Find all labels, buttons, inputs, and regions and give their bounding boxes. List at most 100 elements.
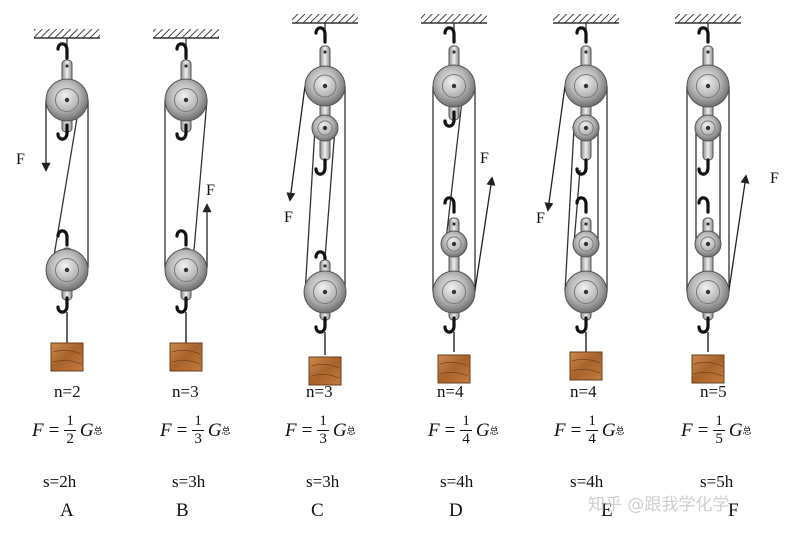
- hook-icon: [175, 42, 188, 60]
- ceiling-hatch: [421, 14, 487, 23]
- axle-pin: [706, 50, 710, 54]
- rope-inner: [564, 127, 575, 293]
- pulley-axle: [322, 125, 328, 131]
- rope-cross: [193, 99, 208, 251]
- hook-icon: [175, 229, 188, 247]
- rope-inner: [304, 127, 316, 295]
- axle-pin: [584, 50, 588, 54]
- weight-block: [569, 351, 603, 381]
- axle-pin: [706, 222, 710, 226]
- axle-pin: [323, 264, 327, 268]
- weight-block: [437, 354, 471, 384]
- pulley-groove: [573, 73, 599, 99]
- weight-block: [50, 342, 84, 372]
- hook-icon: [56, 123, 69, 141]
- n-label-d: n=4: [437, 382, 464, 401]
- hook-icon: [314, 26, 327, 44]
- pulley-groove: [446, 236, 462, 252]
- rope-free-end: [544, 85, 566, 212]
- rope-inner-2: [324, 127, 336, 259]
- pulley-axle: [705, 125, 711, 131]
- pulley-groove: [312, 279, 338, 305]
- n-label-b: n=3: [172, 382, 199, 401]
- ropes-layer: [41, 23, 750, 295]
- axle-pin: [584, 222, 588, 226]
- pulley-groove: [313, 74, 337, 98]
- pulley-groove: [695, 73, 721, 99]
- rope-free-end: [286, 85, 306, 202]
- ceiling-hatch: [34, 29, 100, 38]
- force-label-f: F: [770, 170, 779, 187]
- n-label-c: n=3: [306, 382, 333, 401]
- rope-cross: [51, 99, 81, 269]
- hook-icon: [443, 316, 456, 334]
- diagram-label-f: F: [728, 500, 739, 521]
- pulley-axle: [183, 267, 189, 273]
- watermark: 知乎 @跟我学化学: [588, 495, 730, 515]
- pulley-axle: [451, 83, 457, 89]
- hook-icon: [443, 196, 456, 214]
- pulley-axle: [183, 97, 189, 103]
- hook-icon: [697, 26, 710, 44]
- ceiling-hatch: [292, 14, 358, 23]
- pulley-groove: [695, 279, 721, 305]
- pulley-axle: [64, 97, 70, 103]
- hook-icon: [697, 158, 710, 176]
- wood-grain: [310, 364, 340, 379]
- rope-free-end: [474, 176, 496, 291]
- wood-grain: [171, 350, 201, 365]
- diagram-label-d: D: [449, 500, 463, 521]
- pulley-axle: [64, 267, 70, 273]
- axle-pin: [452, 222, 456, 226]
- rope-inner: [445, 91, 464, 241]
- hook-icon: [175, 296, 188, 314]
- pulley-groove: [573, 279, 599, 305]
- rope-free-end: [728, 174, 750, 291]
- ceiling-hatch: [675, 14, 741, 23]
- diagram-label-a: A: [60, 500, 74, 521]
- parts-layer: [34, 14, 741, 386]
- pulley-groove: [441, 279, 467, 305]
- pulley-axle: [705, 241, 711, 247]
- pulley-axle: [583, 83, 589, 89]
- s-label-a: s=2h: [43, 472, 77, 491]
- s-label-c: s=3h: [306, 472, 340, 491]
- s-label-f: s=5h: [700, 472, 734, 491]
- hook-icon: [56, 296, 69, 314]
- formula-denominator: 2: [66, 431, 74, 447]
- ceiling-hatch: [553, 14, 619, 23]
- hook-icon: [443, 26, 456, 44]
- hook-icon: [697, 316, 710, 334]
- pulley-groove: [578, 120, 594, 136]
- hook-icon: [56, 229, 69, 247]
- diagram-label-e: E: [601, 500, 613, 521]
- pulley-groove: [173, 257, 199, 283]
- pulley-groove: [441, 73, 467, 99]
- pulley-groove: [173, 87, 199, 113]
- hook-icon: [575, 316, 588, 334]
- axle-pin: [323, 50, 327, 54]
- rope-inner-3: [573, 169, 581, 245]
- pulley-axle: [583, 241, 589, 247]
- pulley-groove: [54, 87, 80, 113]
- weight-block: [691, 354, 725, 384]
- axle-pin: [452, 50, 456, 54]
- force-label-e: F: [536, 210, 545, 227]
- pulley-axle: [322, 289, 328, 295]
- pulley-groove: [700, 120, 716, 136]
- s-label-e: s=4h: [570, 472, 604, 491]
- wood-grain: [693, 362, 723, 377]
- wood-grain: [52, 350, 82, 365]
- pulley-groove: [700, 236, 716, 252]
- weight-block: [308, 356, 342, 386]
- hook-icon: [314, 250, 327, 268]
- pulley-groove: [54, 257, 80, 283]
- s-label-d: s=4h: [440, 472, 474, 491]
